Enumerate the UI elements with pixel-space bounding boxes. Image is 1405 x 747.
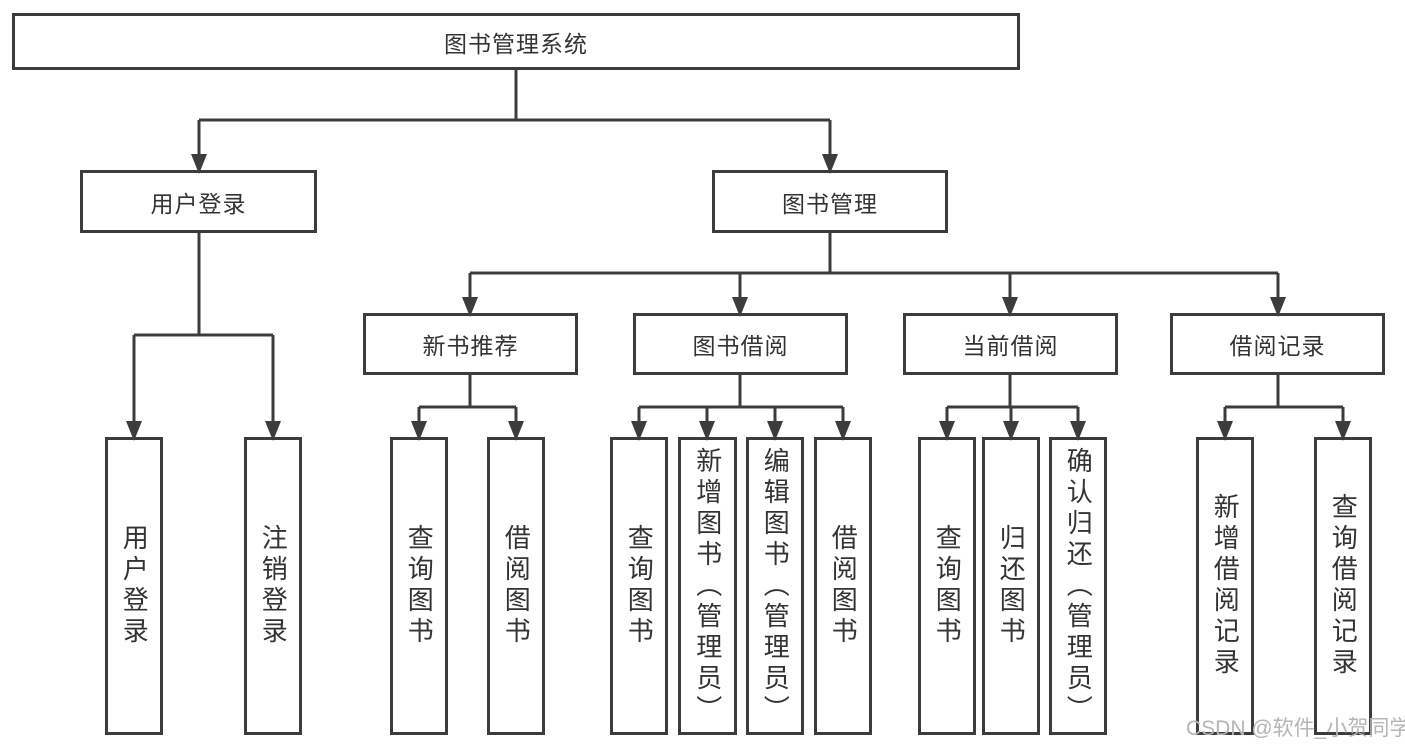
node-label: 借阅记录 [1229,333,1326,359]
branch-book-borrow-to-leaves [631,375,851,441]
leaf-borrow-books-2: 借阅图书 [814,437,872,735]
node-label: 确认归还（管理员） [1063,446,1094,726]
branch-borrow-records-to-leaves [1217,375,1351,441]
watermark-text: CSDN @软件_小贺同学 [1186,717,1405,740]
node-label: 查询图书 [932,524,963,648]
leaf-return-book: 归还图书 [982,437,1040,735]
branch-line [417,375,518,423]
leaf-user-login: 用户登录 [105,437,163,735]
node-root-system: 图书管理系统 [12,13,1020,70]
node-book-borrow: 图书借阅 [633,313,848,375]
node-label: 编辑图书（管理员） [760,446,791,726]
node-label: 新增图书（管理员） [692,446,723,726]
branch-line [1223,375,1345,423]
branch-user-login-to-leaves [126,233,281,441]
node-label: 新书推荐 [422,333,519,359]
leaf-query-books-2: 查询图书 [610,437,668,735]
node-label: 图书借阅 [692,333,789,359]
node-label: 用户登录 [150,190,247,217]
node-label: 归还图书 [996,524,1027,648]
leaf-add-book-admin: 新增图书（管理员） [678,437,737,735]
node-label: 新增借阅记录 [1210,493,1241,679]
node-book-management-module: 图书管理 [712,170,948,233]
leaf-borrow-books-1: 借阅图书 [487,437,545,735]
node-label: 当前借阅 [962,333,1059,359]
node-label: 查询图书 [624,524,655,648]
leaf-add-borrow-record: 新增借阅记录 [1196,437,1254,735]
leaf-query-books-1: 查询图书 [390,437,448,735]
branch-line [468,233,1280,299]
leaf-query-borrow-record: 查询借阅记录 [1314,437,1372,735]
node-label: 用户登录 [119,524,150,648]
branch-new-book-to-leaves [411,375,524,441]
leaf-edit-book-admin: 编辑图书（管理员） [746,437,804,735]
node-label: 图书管理系统 [444,30,588,57]
branch-root-to-level2 [191,70,838,174]
node-new-book-recommend: 新书推荐 [363,313,578,375]
node-label: 图书管理 [782,190,878,217]
node-label: 查询借阅记录 [1328,493,1359,679]
node-label: 借阅图书 [828,524,859,648]
leaf-logout: 注销登录 [244,437,302,735]
branch-line [132,233,275,423]
branch-current-borrow-to-leaves [939,375,1086,441]
branch-line [945,375,1080,423]
branch-line [197,70,832,156]
branch-book-mgmt-to-level3 [462,233,1286,317]
branch-line [637,375,845,423]
node-borrow-records: 借阅记录 [1170,313,1385,375]
node-label: 借阅图书 [501,524,532,648]
leaf-query-books-3: 查询图书 [918,437,976,735]
node-label: 查询图书 [404,524,435,648]
node-current-borrow: 当前借阅 [903,313,1118,375]
node-label: 注销登录 [258,524,289,648]
leaf-confirm-return-admin: 确认归还（管理员） [1049,437,1107,735]
node-user-login-module: 用户登录 [80,170,317,233]
